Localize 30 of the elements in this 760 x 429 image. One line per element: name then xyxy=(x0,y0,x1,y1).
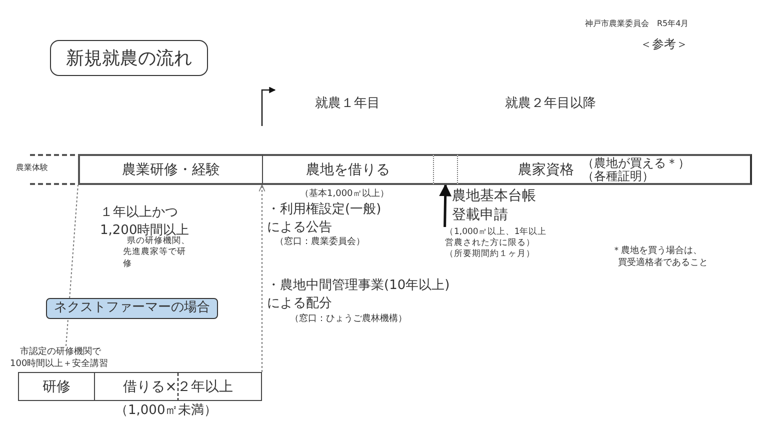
title-box: 新規就農の流れ xyxy=(50,40,208,76)
stage-cell: 研修 xyxy=(18,372,95,401)
area-note: （1,000㎡未満） xyxy=(115,402,218,420)
note-text: （基本1,000㎡以上） xyxy=(300,188,390,200)
note-text: （窓口：農業委員会） xyxy=(275,236,365,248)
method-text: ・利用権設定(一般)による公告 xyxy=(267,201,382,236)
footnote-text: ＊農地を買う場合は、買受適格者であること xyxy=(612,245,709,270)
arrow xyxy=(439,184,452,228)
stage-name: 農家資格 xyxy=(518,160,574,178)
header-text: 神戸市農業委員会 R5年4月 xyxy=(585,19,689,30)
note-text: （1,000㎡以上、1年以上営農された方に限る） xyxy=(445,227,547,249)
period-label: 就農１年目 xyxy=(315,95,380,113)
note-text: （所要期間約１ヶ月） xyxy=(445,249,536,260)
stage-cell: 農地を借りる xyxy=(262,154,433,185)
note-text: 市認定の研修機関で100時間以上＋安全講習 xyxy=(10,346,110,370)
case-label-box: ネクストファーマーの場合 xyxy=(46,298,218,319)
note-text: （各種証明） xyxy=(582,170,655,182)
empty-box xyxy=(433,154,458,185)
note-text: （窓口：ひょうご農林機構） xyxy=(290,313,407,326)
application-text: 農地基本台帳登載申請 xyxy=(452,187,542,227)
side-label: 農業体験 xyxy=(16,163,48,174)
stage-cell: 借りる×２年以上 xyxy=(95,372,262,401)
note-text: （農地が買える＊） xyxy=(582,156,690,170)
stage-cell: 農業研修・経験 xyxy=(78,154,262,185)
arrow xyxy=(258,184,266,372)
method-text: ・農地中間管理事業(10年以上)による配分 xyxy=(267,277,451,312)
period-label: 就農２年目以降 xyxy=(505,95,596,113)
note-text: 県の研修機関、先進農家等で研修 xyxy=(123,236,191,270)
leader-line xyxy=(66,184,78,346)
reference-text: ＜参考＞ xyxy=(640,36,688,52)
